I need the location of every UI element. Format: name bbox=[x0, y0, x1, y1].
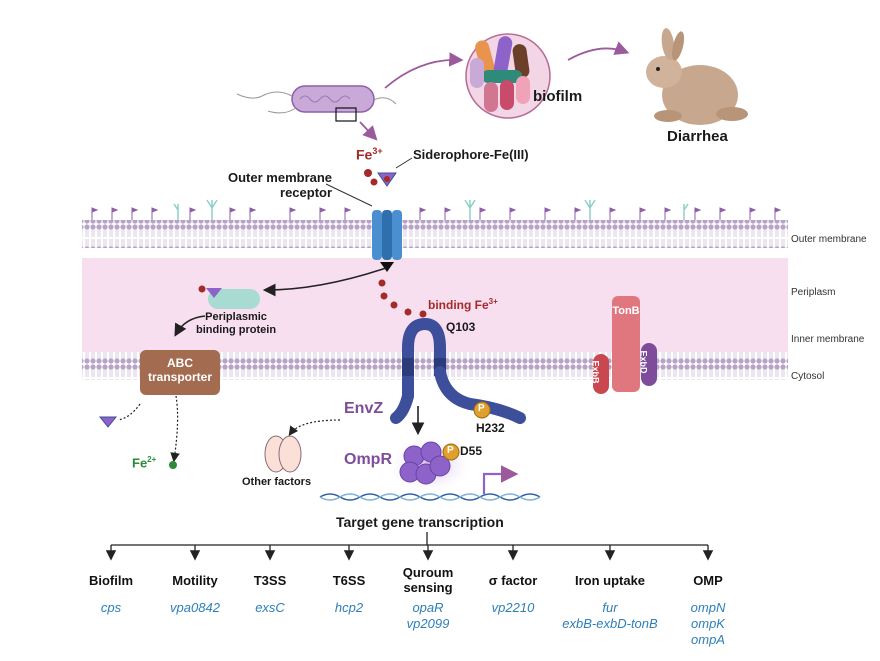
periplasmic-binding-protein bbox=[198, 285, 260, 309]
binding-fe-text: binding Fe bbox=[428, 298, 489, 312]
other-factors-label: Other factors bbox=[242, 476, 312, 488]
fe2-dot bbox=[169, 461, 177, 469]
siderophore-icon bbox=[377, 172, 397, 187]
region-periplasm: Periplasm bbox=[791, 287, 836, 298]
category-title: OMP bbox=[693, 573, 723, 588]
abc-line2: transporter bbox=[147, 370, 212, 384]
exbb-label: ExbB bbox=[590, 360, 601, 384]
lps-chains bbox=[173, 199, 689, 220]
category-genes: cps bbox=[100, 600, 122, 615]
category-title: σ factor bbox=[488, 573, 538, 588]
category-title: Biofilm bbox=[88, 573, 134, 588]
arrow-to-abc bbox=[174, 315, 206, 337]
dna-helix bbox=[319, 493, 541, 501]
target-transcription-label: Target gene transcription bbox=[336, 514, 504, 530]
region-cytosol: Cytosol bbox=[791, 371, 825, 382]
category-title: Iron uptake bbox=[574, 573, 646, 588]
transcription-start-arrow bbox=[482, 465, 519, 494]
biofilm-label: biofilm bbox=[533, 88, 583, 105]
dotted-arrow-siderophore bbox=[117, 403, 141, 421]
tonb-label: TonB bbox=[612, 305, 640, 317]
rabbit-icon bbox=[646, 28, 748, 125]
category-genes: exsC bbox=[255, 600, 285, 615]
exbd-label: ExbD bbox=[638, 350, 649, 374]
fe3-label: Fe3+ bbox=[356, 146, 383, 163]
outer-membrane-receptor-label: Outer membrane receptor bbox=[228, 170, 332, 200]
phosphate-h232 bbox=[473, 401, 491, 419]
category-genes: vpa0842 bbox=[170, 600, 220, 615]
arrow-to-diarrhea bbox=[567, 41, 630, 61]
fe2-label: Fe2+ bbox=[132, 455, 156, 470]
fe3-superscript: 3+ bbox=[372, 146, 383, 156]
region-inner-membrane: Inner membrane bbox=[791, 334, 865, 345]
q103-label: Q103 bbox=[446, 320, 476, 334]
d55-p: P bbox=[447, 445, 454, 456]
other-factors-icon bbox=[264, 435, 302, 473]
biofilm-icon bbox=[465, 33, 551, 119]
envz-label: EnvZ bbox=[344, 400, 384, 417]
abc-transporter bbox=[140, 350, 220, 395]
gene-tree bbox=[111, 532, 708, 546]
h232-p: P bbox=[478, 403, 485, 414]
category-title: T6SS bbox=[332, 573, 366, 588]
binding-fe-superscript: 3+ bbox=[488, 297, 498, 306]
arrow-to-receptor bbox=[359, 121, 378, 141]
fe3-text: Fe bbox=[356, 146, 373, 163]
binding-fe-label: binding Fe3+ bbox=[428, 297, 498, 312]
h232-label: H232 bbox=[476, 421, 505, 435]
ompr-protein bbox=[399, 441, 451, 485]
category-title: Motility bbox=[172, 573, 218, 588]
periplasmic-line2: binding protein bbox=[196, 324, 277, 336]
diarrhea-label: Diarrhea bbox=[667, 128, 728, 145]
d55-label: D55 bbox=[460, 444, 483, 458]
periplasmic-label: Periplasmic binding protein bbox=[196, 311, 276, 337]
region-outer-membrane: Outer membrane bbox=[791, 234, 867, 245]
fe2-text: Fe bbox=[132, 455, 148, 471]
category-genes: hcp2 bbox=[334, 600, 364, 615]
fe-dot bbox=[370, 178, 378, 186]
outer-membrane-receptor bbox=[372, 210, 402, 272]
abc-line1: ABC bbox=[167, 356, 193, 370]
fe-dot bbox=[364, 169, 372, 177]
periplasmic-line1: Periplasmic bbox=[205, 311, 267, 323]
fe2-superscript: 2+ bbox=[147, 455, 157, 464]
lps-flags bbox=[91, 207, 782, 220]
bacterium-icon bbox=[236, 85, 397, 122]
omr-line1: Outer membrane bbox=[228, 170, 333, 185]
category-genes: vp2210 bbox=[491, 600, 535, 615]
arrow-to-biofilm bbox=[384, 52, 464, 89]
abc-label: ABC transporter bbox=[140, 356, 220, 384]
envz-protein bbox=[390, 317, 526, 424]
arrow-to-periplasmic bbox=[262, 267, 387, 297]
tonb-complex bbox=[593, 296, 657, 394]
dotted-arrow-other bbox=[288, 419, 341, 436]
dotted-arrow-fe2 bbox=[170, 395, 180, 463]
omr-line2: receptor bbox=[280, 185, 333, 200]
siderophore-cytosol-icon bbox=[98, 416, 118, 428]
phosphate-d55 bbox=[442, 443, 460, 461]
ompr-label: OmpR bbox=[344, 451, 392, 468]
category-title: T3SS bbox=[253, 573, 287, 588]
outer-membrane-bilayer bbox=[82, 220, 788, 248]
siderophore-label: Siderophore-Fe(III) bbox=[413, 147, 529, 162]
